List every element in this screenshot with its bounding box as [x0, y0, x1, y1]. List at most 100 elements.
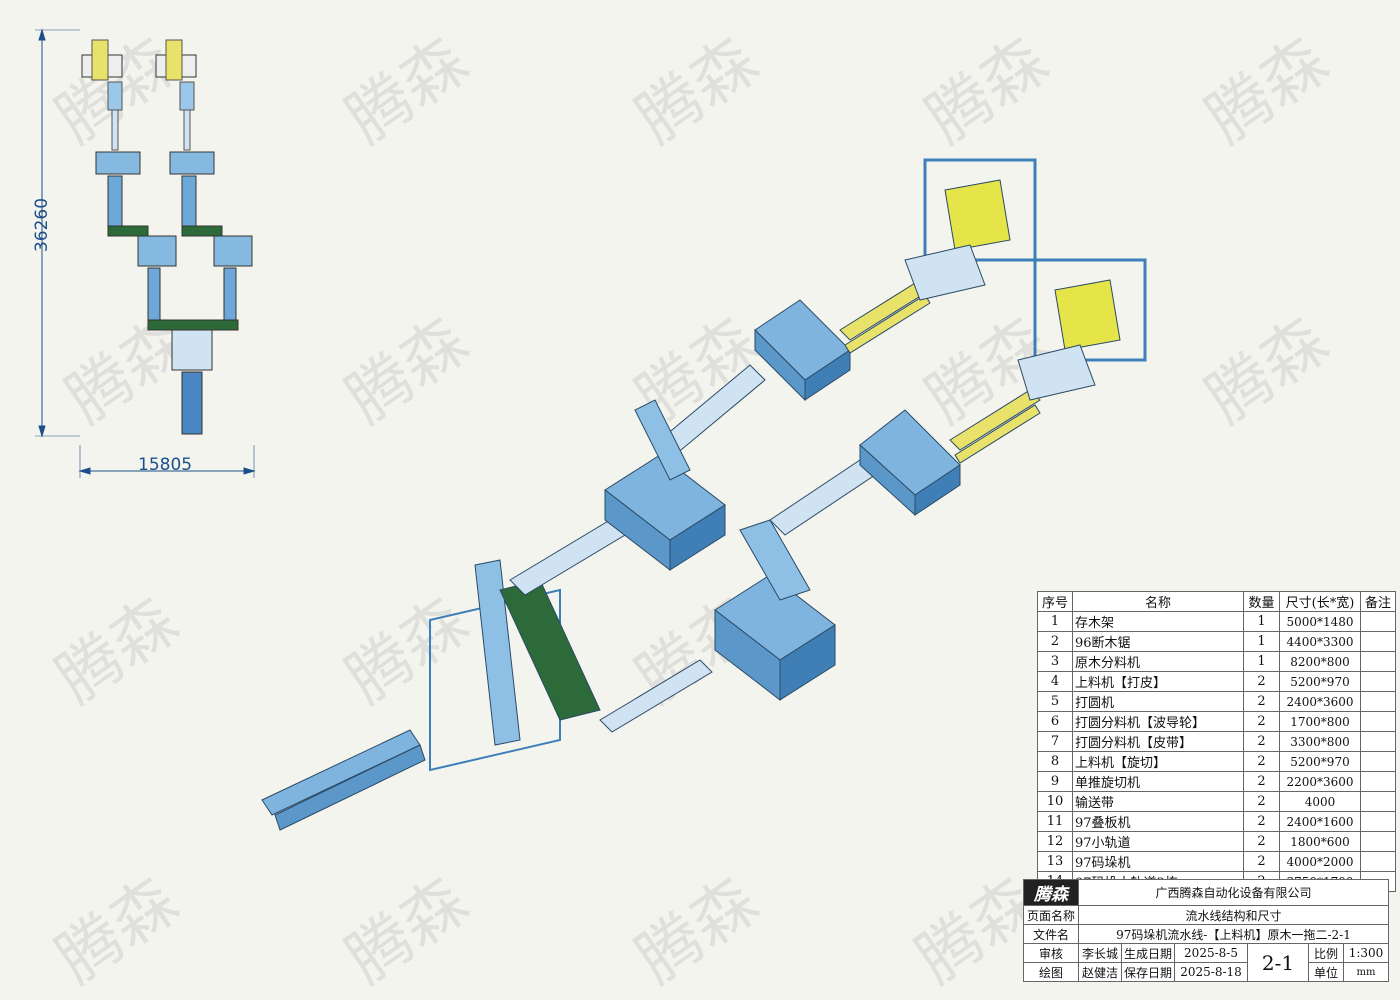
bom-size: 2400*3600: [1279, 691, 1361, 712]
bom-no: 9: [1037, 771, 1073, 792]
bom-no: 8: [1037, 751, 1073, 772]
bom-no: 3: [1037, 651, 1073, 672]
bom-no: 12: [1037, 831, 1073, 852]
bom-no: 6: [1037, 711, 1073, 732]
bom-note: [1360, 651, 1396, 672]
reviewer-label: 审核: [1023, 943, 1079, 963]
bom-qty: 2: [1243, 691, 1280, 712]
bom-qty: 2: [1243, 751, 1280, 772]
bom-size: 5200*970: [1279, 751, 1361, 772]
bom-note: [1360, 771, 1396, 792]
bom-note: [1360, 811, 1396, 832]
file-name: 97码垛机流水线-【上料机】原木一拖二-2-1: [1077, 924, 1390, 944]
bom-no: 7: [1037, 731, 1073, 752]
created-date: 2025-8-5: [1174, 943, 1249, 963]
bom-note: [1360, 691, 1396, 712]
page-name-label: 页面名称: [1023, 905, 1079, 925]
bom-name: 打圆机: [1072, 691, 1244, 712]
bom-header-note: 备注: [1360, 591, 1396, 612]
reviewer: 李长城: [1078, 943, 1122, 963]
bom-qty: 1: [1243, 631, 1280, 652]
bom-no: 11: [1037, 811, 1073, 832]
bom-name: 97码垛机: [1072, 851, 1244, 872]
bom-header-name: 名称: [1072, 591, 1244, 612]
created-label: 生成日期: [1120, 943, 1176, 963]
width-dimension-value: 15805: [138, 455, 193, 475]
drawer-label: 绘图: [1023, 962, 1079, 982]
bom-note: [1360, 631, 1396, 652]
sheet-number: 2-1: [1247, 943, 1310, 982]
bom-name: 存木架: [1072, 611, 1244, 632]
bom-note: [1360, 711, 1396, 732]
bom-size: 2200*3600: [1279, 771, 1361, 792]
bom-qty: 2: [1243, 671, 1280, 692]
bom-name: 97叠板机: [1072, 811, 1244, 832]
bom-qty: 2: [1243, 731, 1280, 752]
bom-name: 原木分料机: [1072, 651, 1244, 672]
scale: 1:300: [1343, 943, 1390, 963]
scale-label: 比例: [1308, 943, 1345, 963]
bom-size: 4000: [1279, 791, 1361, 812]
bom-name: 97小轨道: [1072, 831, 1244, 852]
bom-no: 1: [1037, 611, 1073, 632]
saved-label: 保存日期: [1120, 962, 1176, 982]
height-dimension-value: 36260: [32, 197, 52, 253]
bom-qty: 2: [1243, 831, 1280, 852]
bom-size: 1800*600: [1279, 831, 1361, 852]
bom-header-no: 序号: [1037, 591, 1073, 612]
bom-note: [1360, 791, 1396, 812]
bom-qty: 2: [1243, 791, 1280, 812]
bom-note: [1360, 751, 1396, 772]
unit-label: 单位: [1308, 962, 1345, 982]
bom-qty: 2: [1243, 711, 1280, 732]
drawer: 赵健洁: [1078, 962, 1122, 982]
bom-qty: 2: [1243, 811, 1280, 832]
bom-note: [1360, 851, 1396, 872]
bom-qty: 1: [1243, 611, 1280, 632]
bom-header-row: 序号 名称 数量 尺寸(长*宽) 备注: [1037, 591, 1396, 612]
company-logo: 腾森: [1023, 879, 1079, 906]
page-name: 流水线结构和尺寸: [1077, 905, 1390, 925]
bom-note: [1360, 831, 1396, 852]
file-name-label: 文件名: [1023, 924, 1079, 944]
bom-name: 上料机【打皮】: [1072, 671, 1244, 692]
company-name: 广西腾森自动化设备有限公司: [1077, 879, 1390, 906]
bom-qty: 2: [1243, 771, 1280, 792]
isometric-line: [261, 158, 1147, 831]
bom-note: [1360, 671, 1396, 692]
saved-date: 2025-8-18: [1174, 962, 1249, 982]
bom-name: 96断木锯: [1072, 631, 1244, 652]
bom-name: 上料机【旋切】: [1072, 751, 1244, 772]
title-block: 腾森 广西腾森自动化设备有限公司 页面名称 流水线结构和尺寸 文件名 97码垛机…: [1023, 879, 1390, 982]
plan-view: [35, 28, 256, 478]
bom-note: [1360, 731, 1396, 752]
bom-no: 2: [1037, 631, 1073, 652]
bom-name: 打圆分料机【皮带】: [1072, 731, 1244, 752]
bom-no: 5: [1037, 691, 1073, 712]
bom-size: 4400*3300: [1279, 631, 1361, 652]
bom-name: 单推旋切机: [1072, 771, 1244, 792]
bom-size: 3300*800: [1279, 731, 1361, 752]
bom-size: 5200*970: [1279, 671, 1361, 692]
bom-size: 4000*2000: [1279, 851, 1361, 872]
bom-size: 5000*1480: [1279, 611, 1361, 632]
bom-name: 打圆分料机【波导轮】: [1072, 711, 1244, 732]
bom-no: 13: [1037, 851, 1073, 872]
bom-note: [1360, 611, 1396, 632]
bom-name: 输送带: [1072, 791, 1244, 812]
